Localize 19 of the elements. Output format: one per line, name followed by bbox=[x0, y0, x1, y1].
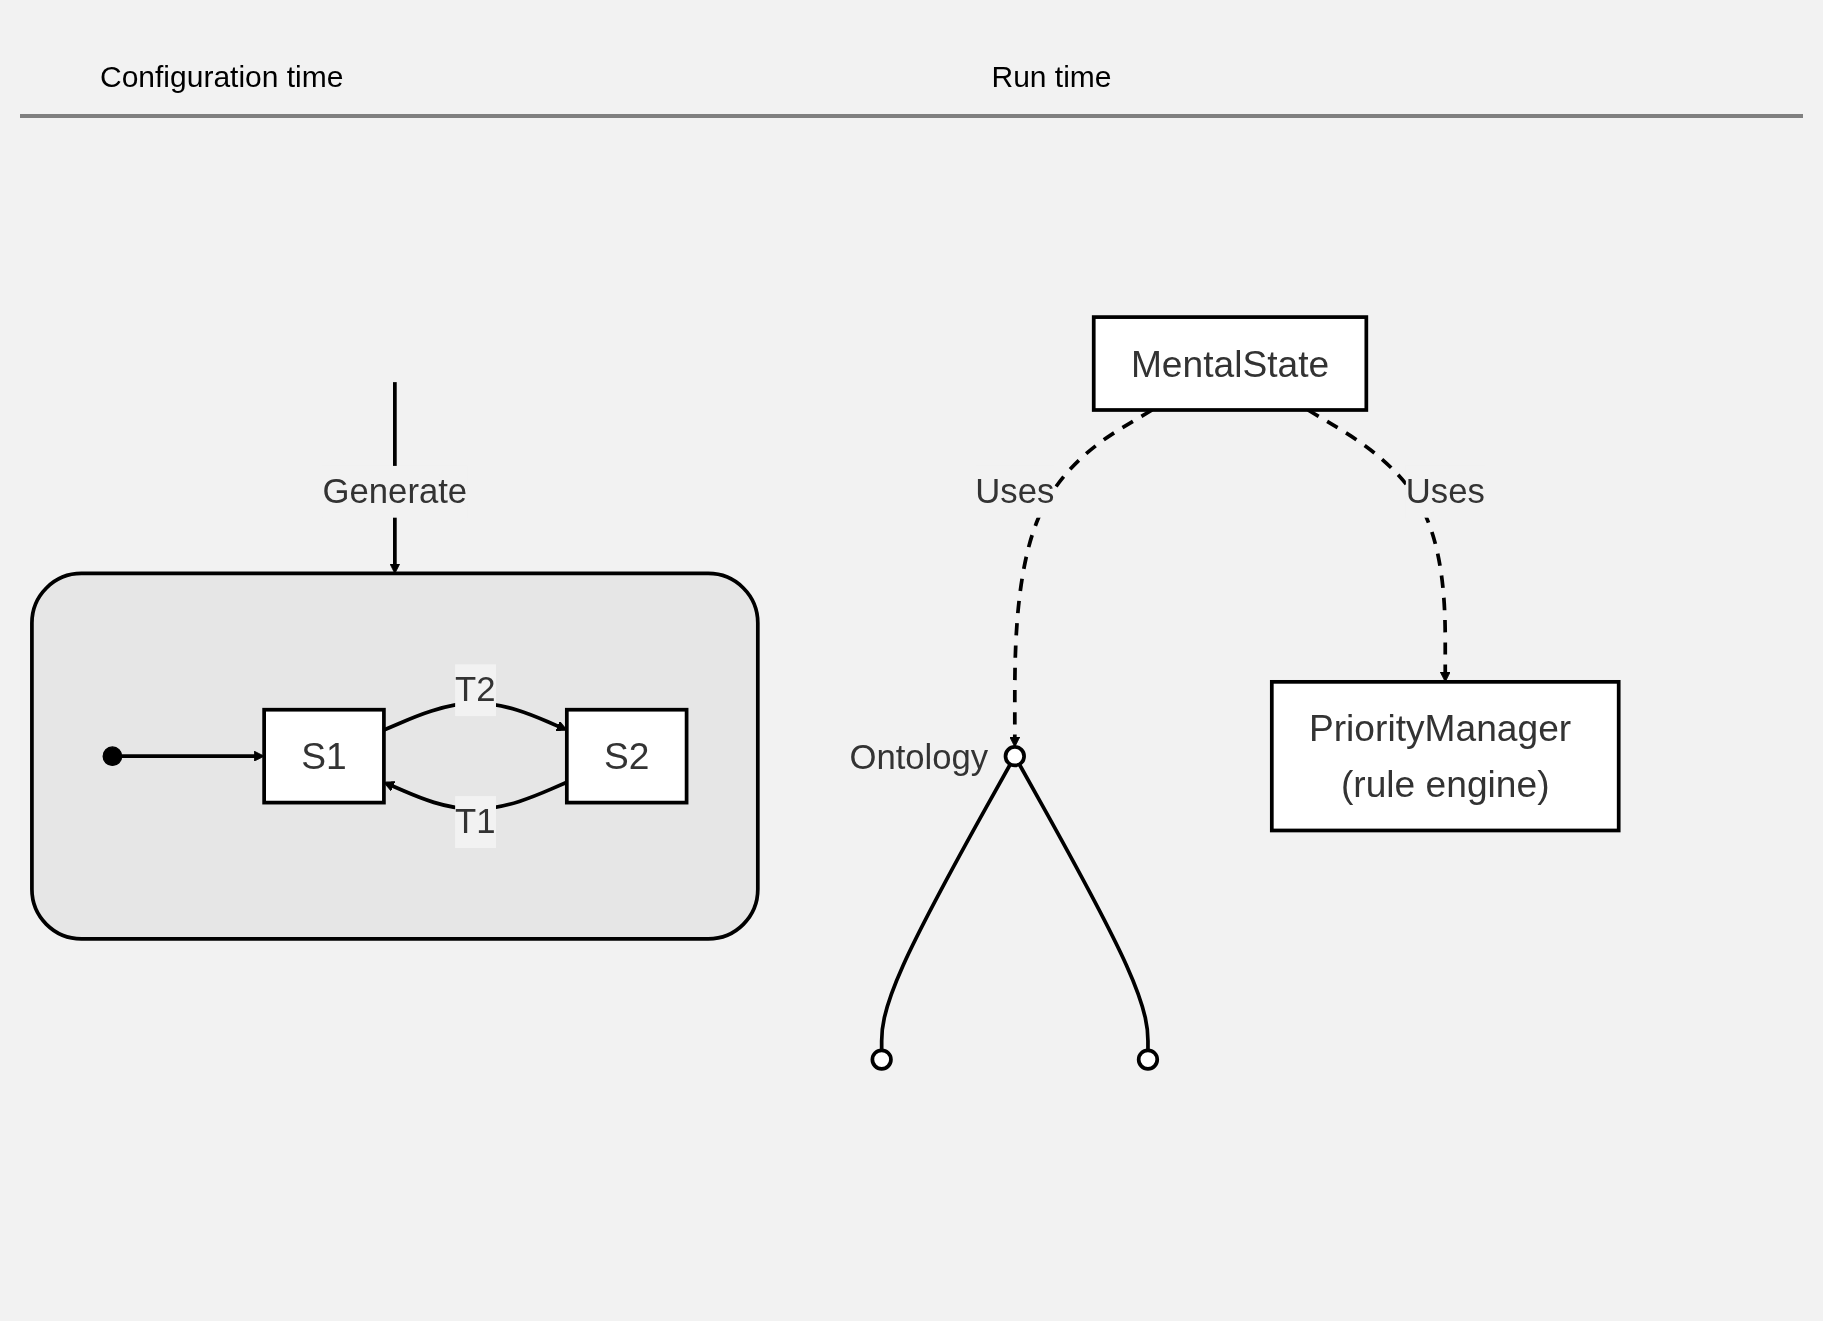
edge-label: Uses bbox=[974, 471, 1054, 511]
connector bbox=[879, 763, 1012, 1051]
edge-label: T2 bbox=[454, 670, 496, 709]
column-heading: Run time bbox=[990, 59, 1113, 95]
node-box: PriorityManager (rule engine) bbox=[1269, 680, 1621, 833]
node-circle bbox=[1136, 1048, 1159, 1071]
column-heading: Configuration time bbox=[99, 59, 345, 95]
node-circle bbox=[870, 1048, 893, 1071]
node-circle bbox=[1003, 745, 1026, 768]
connector bbox=[1017, 763, 1150, 1051]
node-circle bbox=[102, 746, 122, 767]
edge-label: T1 bbox=[454, 802, 496, 841]
edge-label: Generate bbox=[322, 471, 467, 511]
node-caption: Ontology bbox=[848, 737, 988, 776]
node-box: S1 bbox=[261, 707, 386, 805]
node-box: MentalState bbox=[1091, 315, 1368, 412]
cluster bbox=[29, 571, 760, 941]
node-box: S2 bbox=[564, 707, 688, 805]
edge-label: Uses bbox=[1405, 471, 1485, 511]
